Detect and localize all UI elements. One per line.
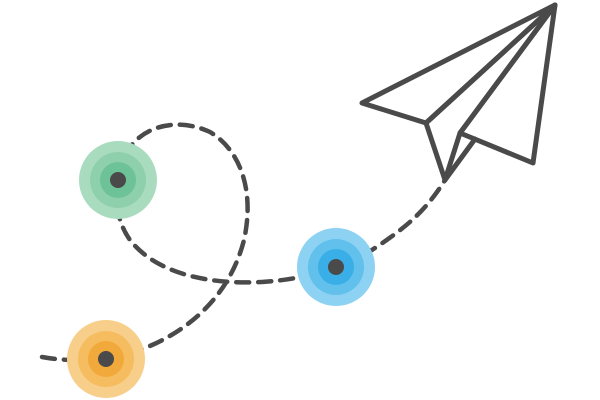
waypoint-blue (297, 228, 375, 306)
waypoint-dot (110, 172, 126, 188)
waypoint-dot (328, 259, 344, 275)
waypoint-orange (67, 320, 145, 398)
paper-plane-icon (359, 2, 558, 183)
waypoint-green (79, 141, 157, 219)
waypoint-dot (98, 351, 114, 367)
